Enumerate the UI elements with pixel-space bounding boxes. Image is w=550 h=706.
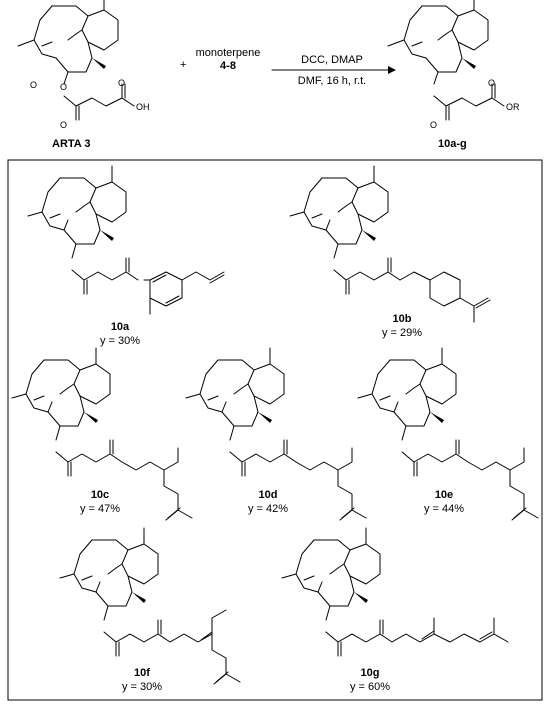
product-10c-label: 10c bbox=[91, 489, 109, 501]
product-10g-yield: y = 60% bbox=[350, 681, 390, 693]
product-10b-yield: y = 29% bbox=[382, 327, 422, 339]
reagent-monoterpene: monoterpene 4-8 bbox=[196, 47, 261, 72]
product-10c: 10c y = 47% bbox=[11, 347, 193, 521]
product-10g-label: 10g bbox=[361, 667, 380, 679]
reactant-arta3: O O O O OH ARTA 3 bbox=[17, 0, 150, 150]
product-general: O O OR 10a-g bbox=[387, 0, 520, 150]
product-10f-label: 10f bbox=[134, 667, 150, 679]
product-10e-yield: y = 44% bbox=[424, 503, 464, 515]
atom-o: O bbox=[488, 78, 495, 88]
atom-o: O bbox=[30, 80, 37, 90]
reactant-label: ARTA 3 bbox=[52, 138, 91, 150]
product-10b-label: 10b bbox=[393, 313, 412, 325]
conditions-line1: DCC, DMAP bbox=[301, 54, 363, 66]
atom-o: O bbox=[430, 120, 437, 130]
reaction-arrow: DCC, DMAP DMF, 16 h, r.t. bbox=[271, 54, 396, 87]
atom-o: O bbox=[60, 82, 67, 92]
product-10d-label: 10d bbox=[259, 489, 278, 501]
product-10a-label: 10a bbox=[111, 321, 130, 333]
product-10d-yield: y = 42% bbox=[248, 503, 288, 515]
product-10c-yield: y = 47% bbox=[80, 503, 120, 515]
product-label: 10a-g bbox=[438, 138, 467, 150]
reagent-line2: 4-8 bbox=[220, 60, 236, 72]
conditions-line2: DMF, 16 h, r.t. bbox=[298, 75, 366, 87]
reagent-line1: monoterpene bbox=[196, 47, 261, 59]
product-10a-yield: y = 30% bbox=[100, 335, 140, 347]
atom-or: OR bbox=[506, 102, 520, 112]
atom-o: O bbox=[118, 78, 125, 88]
atom-oh: OH bbox=[136, 102, 150, 112]
product-10f-yield: y = 30% bbox=[122, 681, 162, 693]
product-10b: 10b y = 29% bbox=[289, 165, 491, 339]
product-10a: 10a y = 30% bbox=[27, 165, 225, 347]
product-10g: 10g y = 60% bbox=[281, 527, 509, 693]
plus-sign: + bbox=[180, 59, 186, 71]
product-10e-label: 10e bbox=[435, 489, 453, 501]
atom-o: O bbox=[60, 120, 67, 130]
product-10e: 10e y = 44% bbox=[357, 347, 539, 521]
product-10d: 10d y = 42% bbox=[185, 347, 367, 521]
product-10f: 10f y = 30% bbox=[59, 527, 241, 693]
products-frame bbox=[7, 159, 543, 701]
